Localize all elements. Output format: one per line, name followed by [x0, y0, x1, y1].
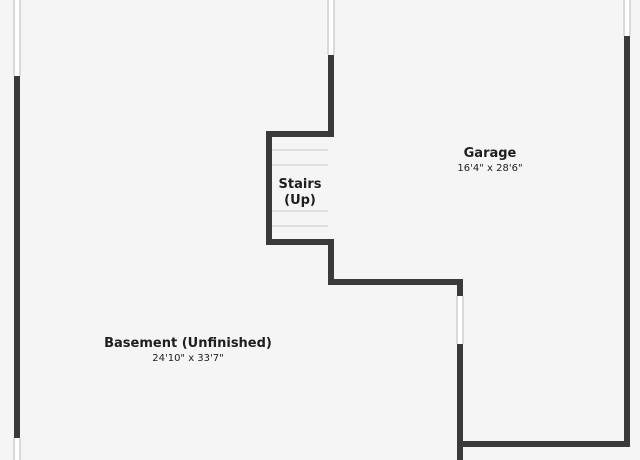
garage-door-opening-top	[327, 0, 335, 55]
stairs-label-line1: Stairs	[278, 177, 322, 192]
garage-label: Garage 16'4" x 28'6"	[440, 146, 540, 175]
garage-bottom-wall	[457, 441, 630, 447]
stairs-label: Stairs (Up)	[272, 177, 328, 209]
stair-treads	[272, 149, 328, 227]
left-window-bottom	[13, 438, 21, 460]
left-window-top	[13, 0, 21, 76]
garage-right-wall	[624, 0, 630, 447]
stairs-label-line2: (Up)	[284, 193, 316, 208]
stairs-walls	[266, 131, 334, 245]
stairs	[266, 131, 334, 245]
garage-name: Garage	[463, 146, 517, 161]
basement-left-wall	[14, 0, 20, 460]
garage-right-window	[623, 0, 631, 36]
garage-door-opening-middle	[456, 296, 464, 344]
basement-name: Basement (Unfinished)	[104, 336, 272, 351]
basement-label: Basement (Unfinished) 24'10" x 33'7"	[88, 336, 288, 365]
basement-dimensions: 24'10" x 33'7"	[152, 353, 224, 364]
garage-dimensions: 16'4" x 28'6"	[457, 163, 523, 174]
